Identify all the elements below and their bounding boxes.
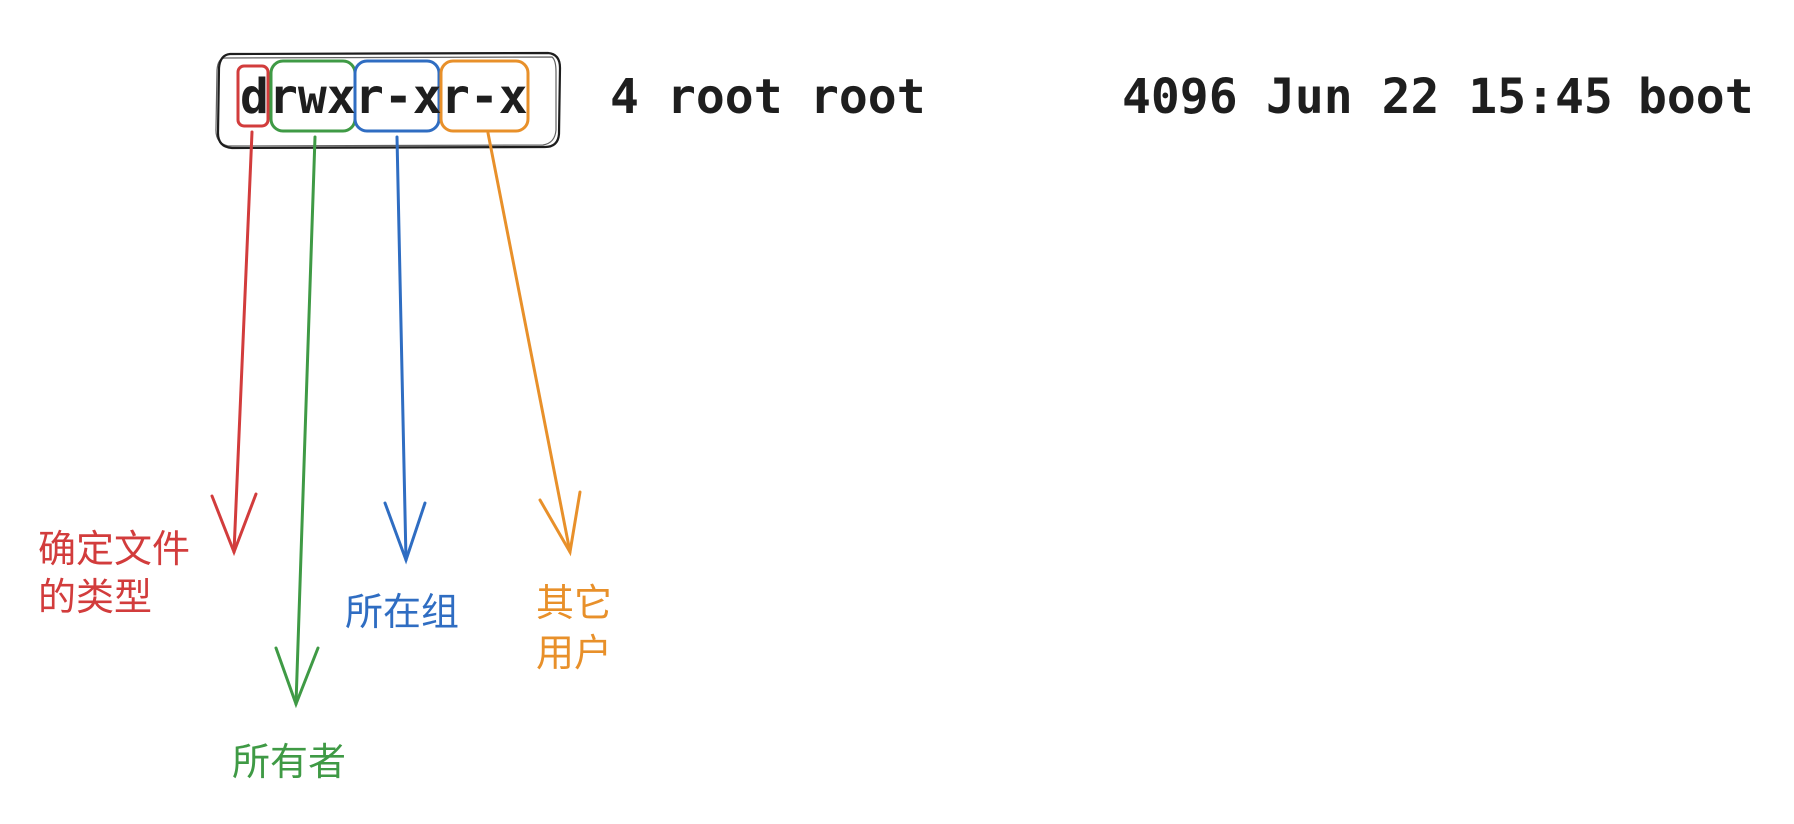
other-perms: r-x bbox=[441, 69, 528, 125]
file-type-arrow bbox=[210, 130, 258, 557]
file-type-label-line1: 确定文件 bbox=[38, 527, 190, 571]
group-perms: r-x bbox=[355, 69, 442, 125]
file-type-label-line2: 的类型 bbox=[38, 575, 152, 619]
ls-line: d rwx r-x r-x 4 root root 4096 Jun 22 15… bbox=[240, 69, 1754, 125]
others-label: 其它 用户 bbox=[536, 581, 624, 675]
owner-label: 所有者 bbox=[232, 740, 346, 784]
owner-perms: rwx bbox=[269, 69, 356, 125]
group-name: root bbox=[810, 69, 926, 125]
type-char: d bbox=[240, 69, 269, 125]
file-type-box bbox=[236, 64, 270, 128]
others-perms-box bbox=[439, 59, 530, 133]
link-count: 4 bbox=[610, 69, 639, 125]
group-label: 所在组 bbox=[345, 590, 459, 634]
file-type-label: 确定文件 的类型 bbox=[38, 527, 202, 619]
file-size: 4096 bbox=[1122, 69, 1238, 125]
permission-string-box bbox=[216, 51, 562, 150]
group-perms-box bbox=[353, 59, 441, 133]
others-label-line2: 用户 bbox=[536, 631, 612, 675]
file-name: boot bbox=[1638, 69, 1754, 125]
owner-arrow bbox=[274, 135, 320, 709]
permission-string-box-sketch bbox=[215, 56, 557, 147]
modified-date: Jun 22 15:45 bbox=[1266, 69, 1613, 125]
others-label-line1: 其它 bbox=[536, 581, 612, 625]
group-arrow bbox=[383, 135, 427, 565]
owner-name: root bbox=[667, 69, 783, 125]
others-arrow bbox=[486, 131, 582, 557]
